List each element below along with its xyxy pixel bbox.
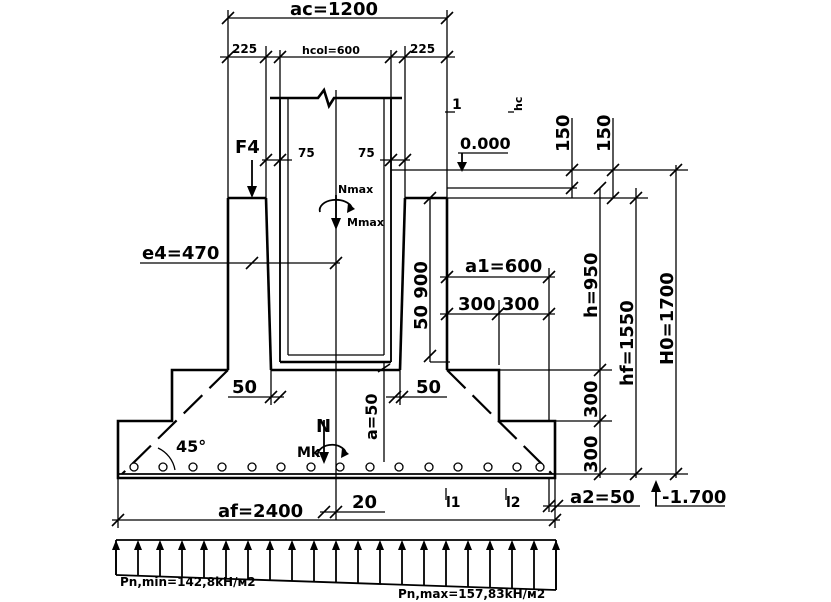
f4-label: F4 <box>235 137 260 158</box>
dimension-af <box>111 478 562 528</box>
n-load <box>316 420 349 464</box>
hf-label: hf=1550 <box>617 300 638 386</box>
angle-label: 45° <box>176 437 206 456</box>
mk-label: Mk <box>297 445 321 461</box>
a50-label: a=50 <box>362 394 381 440</box>
dimension-150 <box>565 118 620 205</box>
af-label: af=2400 <box>218 501 303 522</box>
d300a-label: 300 <box>581 380 602 418</box>
dim150b-label: 150 <box>594 114 615 152</box>
mmax-label: Mmax <box>347 216 384 229</box>
level-bottom-label: -1.700 <box>662 487 726 508</box>
dim150a-label: 150 <box>553 114 574 152</box>
dimension-e4 <box>140 256 343 270</box>
left-offset-label: 225 <box>232 42 257 56</box>
column-outline <box>270 87 402 364</box>
dimension-ac <box>221 10 454 198</box>
dimension-lower-gaps <box>228 370 447 405</box>
level-bottom-marker <box>651 480 725 507</box>
right-gap-label: 75 <box>358 146 375 160</box>
dimension-a1 <box>440 268 556 421</box>
dimension-a2 <box>542 478 640 513</box>
reinforcement-bars <box>129 462 545 472</box>
f4-load <box>247 160 257 198</box>
lower-left-50-label: 50 <box>232 377 257 398</box>
punching-lines <box>121 369 553 475</box>
right-offset-label: 225 <box>410 42 435 56</box>
h-label: h=950 <box>581 253 602 318</box>
right-extension-lines <box>391 169 688 475</box>
h0-label: H0=1700 <box>657 272 678 365</box>
level-zero-label: 0.000 <box>460 134 511 153</box>
pressure-diagram <box>112 539 560 591</box>
l1-label: l1 <box>446 495 461 511</box>
l2-label: l2 <box>506 495 521 511</box>
dimension-h-chain <box>593 181 607 481</box>
d20-label: 20 <box>352 492 377 513</box>
a1-label: a1=600 <box>465 256 542 277</box>
pmax-label: Pn,max=157,83kH/м2 <box>398 587 545 601</box>
level-zero-marker <box>457 152 508 172</box>
d50-900-label: 50 900 <box>411 261 432 330</box>
dimension-20 <box>317 505 385 519</box>
d300b-label: 300 <box>581 435 602 473</box>
angle-arc <box>157 447 176 471</box>
left-gap-label: 75 <box>298 146 315 160</box>
note-one-label: 1 <box>452 97 462 113</box>
e4-label: e4=470 <box>142 243 219 264</box>
nmax-label: Nmax <box>338 183 373 196</box>
nmax-load <box>318 195 355 230</box>
dimension-gaps <box>259 153 412 167</box>
pmin-label: Pn,min=142,8kH/м2 <box>120 575 256 589</box>
d300-300-label: 300 300 <box>458 294 539 315</box>
ac-label: ac=1200 <box>290 0 378 20</box>
n-label: N <box>316 416 331 437</box>
a2-label: a2=50 <box>570 487 635 508</box>
hcol-label: hcol=600 <box>302 44 360 57</box>
hc-label: hc <box>512 97 525 111</box>
lower-right-50-label: 50 <box>416 377 441 398</box>
